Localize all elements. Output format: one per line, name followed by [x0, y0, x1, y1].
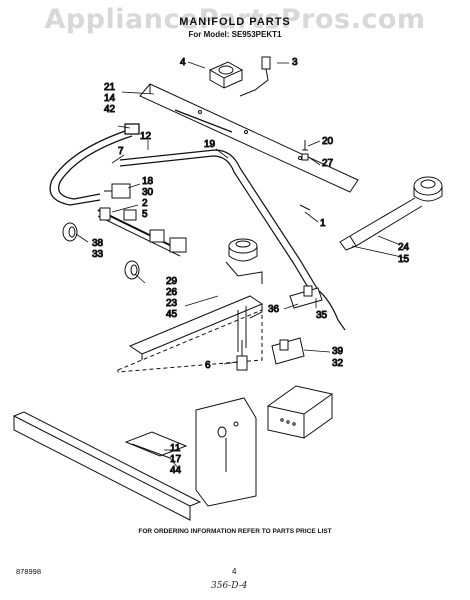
callout-12: 12: [140, 131, 152, 142]
part-screw-20: [301, 140, 309, 161]
part-orifice-18: [104, 183, 137, 221]
part-knob-29: [124, 260, 140, 280]
part-fitting-3: [239, 56, 271, 97]
part-burner-right: [339, 176, 443, 251]
part-valve-4: [208, 61, 244, 89]
callout-44: 44: [170, 465, 182, 476]
callout-38: 38: [92, 238, 104, 249]
callout-26: 26: [166, 287, 178, 298]
page-number: 4: [232, 567, 237, 576]
callout-32: 32: [332, 358, 344, 369]
callout-18: 18: [142, 176, 154, 187]
diagram-reference-number: 878998: [16, 567, 42, 576]
callout-30: 30: [142, 187, 154, 198]
callout-15: 15: [398, 254, 410, 265]
part-burner-center: [225, 238, 263, 284]
footer-note: FOR ORDERING INFORMATION REFER TO PARTS …: [138, 528, 332, 535]
callout-42: 42: [104, 104, 116, 115]
callout-3: 3: [292, 57, 298, 68]
part-bracket-23: [128, 295, 264, 360]
part-valve-cluster: [97, 207, 187, 257]
callout-20: 20: [322, 136, 334, 147]
callout-1: 1: [320, 218, 326, 229]
part-spark-module: [266, 385, 334, 439]
dashed-assembly-box: [117, 309, 263, 373]
callout-4: 4: [180, 57, 186, 68]
callout-24: 24: [398, 242, 410, 253]
callout-5: 5: [142, 209, 148, 220]
part-regulator: [271, 285, 323, 365]
watermark-text: AppliancePartsPros.com: [44, 4, 426, 35]
callout-2: 2: [142, 198, 148, 209]
callout-21: 21: [104, 82, 116, 93]
leader-lines: [75, 61, 407, 469]
callout-6: 6: [205, 360, 211, 371]
callout-23: 23: [166, 298, 178, 309]
callout-19: 19: [204, 139, 216, 150]
part-panel-44: [13, 411, 202, 521]
callout-45: 45: [166, 309, 178, 320]
diagram-title: MANIFOLD PARTS: [179, 16, 291, 28]
callout-7: 7: [118, 146, 124, 157]
callout-27: 27: [322, 158, 334, 169]
callout-39: 39: [332, 346, 344, 357]
part-gas-tube: [49, 109, 233, 206]
part-fitting-6: [236, 340, 248, 371]
part-knob-38: [62, 222, 78, 242]
callout-36: 36: [268, 304, 280, 315]
callout-11: 11: [170, 443, 181, 454]
model-line: For Model: SE953PEKT1: [188, 30, 282, 39]
handwritten-note: 356-D-4: [211, 581, 248, 591]
callout-29: 29: [166, 276, 178, 287]
part-long-tube-19: [119, 149, 346, 331]
callout-35: 35: [316, 310, 328, 321]
callout-17: 17: [170, 454, 182, 465]
part-screw-1: [299, 204, 311, 211]
part-back-panel: [195, 397, 257, 507]
callout-33: 33: [92, 249, 104, 260]
callout-14: 14: [104, 93, 116, 104]
